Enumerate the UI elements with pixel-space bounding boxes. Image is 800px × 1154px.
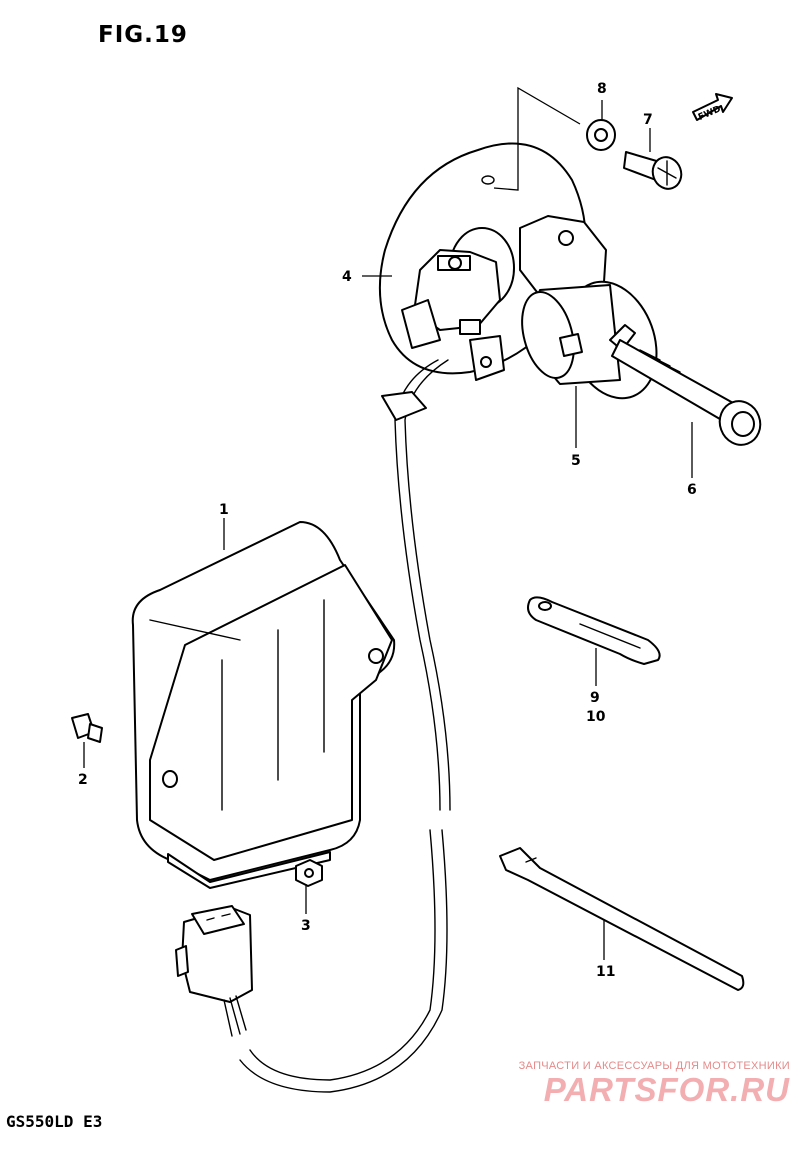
watermark-brand: PARTSFOR.RU — [543, 1071, 790, 1108]
cable-tie — [499, 847, 745, 991]
callout-11: 11 — [596, 964, 615, 980]
callout-7: 7 — [643, 112, 653, 128]
callout-6: 6 — [687, 482, 697, 498]
bolt-long — [609, 324, 762, 446]
callout-9: 9 — [590, 690, 600, 706]
fwd-arrow: FWD — [692, 93, 733, 123]
signal-wire — [239, 359, 451, 1093]
figure-title: FIG.19 — [98, 22, 188, 48]
washer — [586, 119, 616, 151]
wire-clamp — [527, 596, 661, 665]
connector — [175, 905, 253, 1037]
callout-1: 1 — [219, 502, 229, 518]
screw — [623, 151, 683, 190]
watermark: ЗАПЧАСТИ И АКСЕССУАРЫ ДЛЯ МОТОТЕХНИКИ PA… — [519, 1060, 790, 1108]
watermark-tagline: ЗАПЧАСТИ И АКСЕССУАРЫ ДЛЯ МОТОТЕХНИКИ — [518, 1060, 790, 1072]
bolt-small — [71, 713, 103, 743]
callout-5: 5 — [571, 453, 581, 469]
callout-4: 4 — [342, 269, 352, 285]
model-code: GS550LD E3 — [6, 1112, 103, 1131]
igniter-unit — [131, 521, 396, 889]
callout-3: 3 — [301, 918, 311, 934]
callout-8: 8 — [597, 81, 607, 97]
callout-10: 10 — [586, 709, 606, 725]
fwd-label: FWD — [697, 104, 723, 123]
callout-2: 2 — [78, 772, 88, 788]
nut — [295, 859, 323, 887]
